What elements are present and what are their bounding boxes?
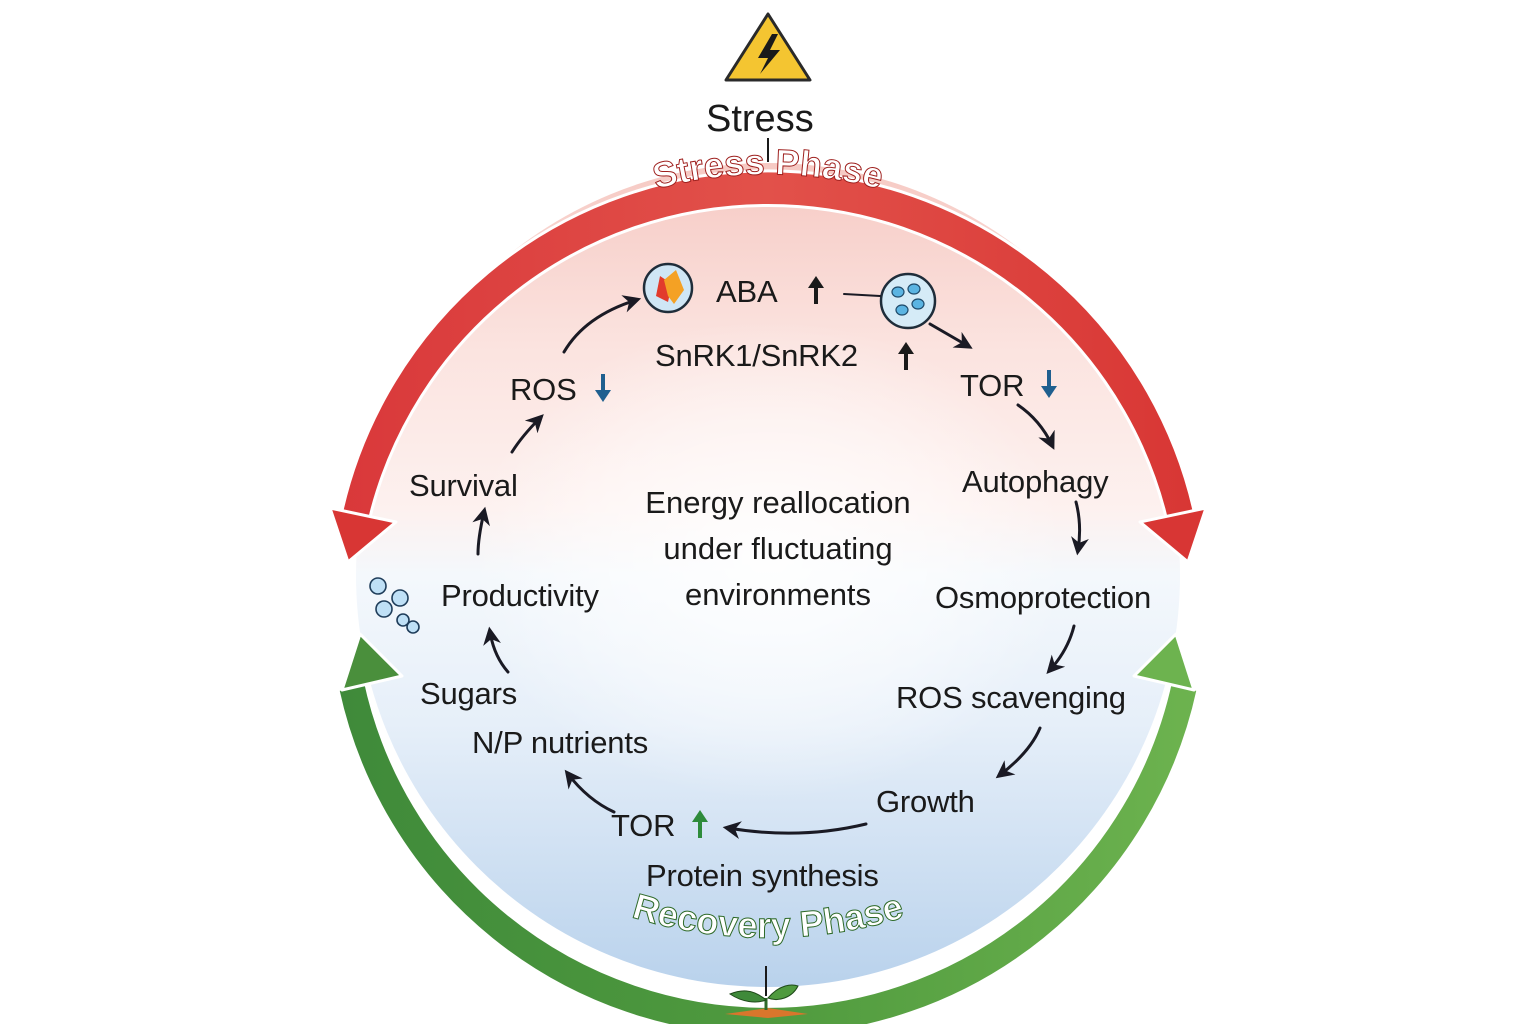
arrow-productivity-to-survival xyxy=(472,506,490,556)
stress-trigger-label: Stress xyxy=(706,98,814,140)
recovery-phase-arc xyxy=(336,632,1200,1024)
recovery-phase-label: Recovery Phase xyxy=(629,885,908,946)
central-caption-line: under fluctuating xyxy=(663,531,893,566)
node-snrk: SnRK1/SnRK2 xyxy=(655,338,858,373)
central-caption-line: Energy reallocation xyxy=(645,485,911,520)
node-productivity: Productivity xyxy=(441,578,599,613)
node-autophagy: Autophagy xyxy=(962,464,1109,499)
stress-arrowhead-right xyxy=(1138,506,1208,564)
arrow-tor-to-nutrients xyxy=(564,769,616,814)
arrow-tor-to-autophagy xyxy=(1016,403,1055,450)
node-protein-synthesis: Protein synthesis xyxy=(646,858,879,893)
aba-up-arrow-icon xyxy=(808,276,824,304)
node-ros-scavenging: ROS scavenging xyxy=(896,680,1126,715)
high-voltage-warning-icon xyxy=(724,12,812,82)
trend-arrows xyxy=(595,276,1057,838)
flow-arrows xyxy=(472,293,1089,839)
node-sugars: Sugars xyxy=(420,676,518,711)
arrow-ros-scavenging-to-growth xyxy=(995,726,1042,779)
bubbles-icon xyxy=(369,577,420,634)
node-survival: Survival xyxy=(409,468,518,503)
ros-down-arrow-icon xyxy=(595,374,611,402)
node-ros: ROS xyxy=(510,372,577,407)
kinase-cell-icon xyxy=(879,272,937,330)
central-caption: Energy reallocation under fluctuating en… xyxy=(568,480,988,618)
arrow-sugars-to-productivity xyxy=(483,626,510,674)
arrow-snrk-to-tor xyxy=(928,322,973,349)
recovery-arrowhead-left xyxy=(340,632,404,692)
arrow-ros-to-aba xyxy=(562,295,642,354)
central-caption-line: environments xyxy=(684,577,872,612)
seedling-icon xyxy=(725,984,808,1018)
node-osmoprotection: Osmoprotection xyxy=(935,580,1152,615)
node-aba: ABA xyxy=(716,274,778,309)
recovery-arrowhead-right xyxy=(1132,632,1196,692)
node-growth: Growth xyxy=(876,784,975,819)
tor-recovery-up-arrow-icon xyxy=(692,810,708,838)
tor-stress-down-arrow-icon xyxy=(1041,370,1057,398)
cycle-disc-glow xyxy=(468,320,1068,800)
arrow-osmoprotection-to-ros-scavenging xyxy=(1046,624,1076,675)
snrk-up-arrow-icon xyxy=(898,342,914,370)
arrow-autophagy-to-osmoprotection xyxy=(1071,500,1089,556)
stress-arrowhead-left xyxy=(328,506,398,564)
stress-phase-arc xyxy=(328,169,1208,564)
node-tor-recovery: TOR xyxy=(611,808,676,843)
node-np-nutrients: N/P nutrients xyxy=(472,725,649,760)
node-tor-stress: TOR xyxy=(960,368,1025,403)
arrow-growth-to-tor xyxy=(722,821,868,839)
hormone-molecule-icon xyxy=(642,262,694,314)
arrow-aba-to-snrk xyxy=(843,293,881,297)
arrow-survival-to-ros xyxy=(510,414,544,454)
